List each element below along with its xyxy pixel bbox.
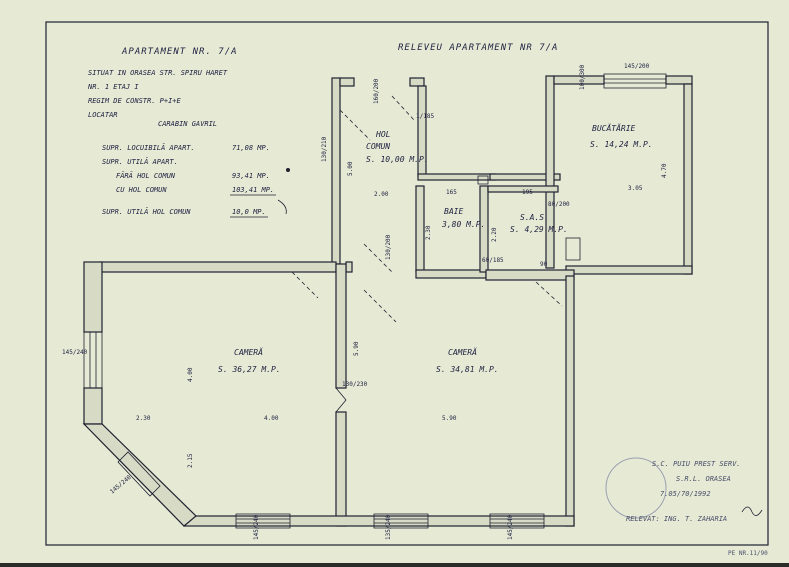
dim-room-height: 5.90	[353, 341, 360, 356]
stamp-srl: S.R.L. ORASEA	[676, 475, 731, 483]
center-title: RELEVEU APARTAMENT NR 7/A	[398, 43, 558, 53]
dim-wc-height: 2.20	[491, 227, 498, 242]
info-floor: NR. 1 ETAJ I	[87, 83, 139, 91]
dim-window-kitchen: 145/200	[624, 63, 650, 70]
dim-door-130-200: 130/200	[385, 234, 392, 260]
dim-door-80-200: 80/200	[548, 201, 570, 208]
room-baie-area: 3,80 M.P.	[441, 220, 485, 229]
doors	[291, 95, 581, 413]
dim-door-160-200: 160/200	[373, 78, 380, 104]
dim-door-130-210: 130/210	[321, 136, 328, 162]
room-baie-name: BAIE	[444, 207, 463, 216]
area-hol-value: 10,0 MP.	[232, 208, 266, 216]
walls	[82, 75, 693, 527]
dim-window-s2: 135/240	[385, 514, 392, 540]
dim-90: 90	[540, 261, 548, 268]
area-fara-value: 93,41 MP.	[232, 172, 270, 180]
dim-window-s1: 145/240	[253, 514, 260, 540]
stamp-surveyor: RELEVAT: ING. T. ZAHARIA	[626, 515, 727, 523]
dim-room1-width: 4.00	[264, 415, 279, 422]
info-address: SITUAT IN ORASEA STR. SPIRU HARET	[88, 69, 228, 77]
dim-window-west: 145/240	[62, 349, 88, 356]
area-locuibila-value: 71,08 MP.	[232, 144, 270, 152]
stamp-company: S.C. PUIU PREST SERV.	[652, 460, 741, 468]
signature	[741, 506, 763, 516]
room-camera2-area: S. 34,81 M.P.	[436, 365, 499, 374]
area-locuibila-label: SUPR. LOCUIBILĂ APART.	[102, 143, 195, 152]
pencil-mark	[277, 199, 287, 215]
round-seal	[605, 457, 667, 519]
dim-bath-width: 165	[446, 189, 457, 196]
stamp-date: 7.05/70/1992	[660, 490, 711, 498]
frame-border	[45, 21, 769, 546]
info-tenant-key: LOCATAR	[88, 111, 118, 119]
room-bucatarie-name: BUCĂTĂRIE	[592, 122, 636, 133]
dim-kitchen-height: 4.70	[661, 163, 668, 178]
room-hol-area: S. 10,00 M.P.	[366, 155, 429, 164]
left-title: APARTAMENT NR. 7/A	[121, 47, 238, 57]
dim-bay-depth: 2.15	[187, 453, 194, 468]
dim-room2-width: 5.90	[442, 415, 457, 422]
info-tenant-name: CARABIN GAVRIL	[158, 120, 217, 128]
dim-room1-height: 4.00	[187, 367, 194, 382]
room-wc-area: S. 4,29 M.P.	[510, 225, 568, 234]
area-fara-label: FĂRĂ HOL COMUN	[116, 171, 176, 180]
room-camera1-area: S. 36,27 M.P.	[218, 365, 281, 374]
dim-kitchen-width: 3.05	[628, 185, 643, 192]
dim-bath-height: 2.30	[425, 225, 432, 240]
area-hol-label: SUPR. UTILĂ HOL COMUN	[102, 207, 191, 216]
stamp-corner: PE NR.11/90	[728, 550, 768, 557]
dim-hall-height: 5.00	[347, 161, 354, 176]
room-camera2-name: CAMERĂ	[448, 346, 477, 357]
dim-room1-bay: 2.30	[136, 415, 151, 422]
room-bucatarie-area: S. 14,24 M.P.	[590, 140, 653, 149]
stamp-block: S.C. PUIU PREST SERV. S.R.L. ORASEA 7.05…	[605, 457, 768, 557]
windows	[83, 73, 667, 529]
room-wc-name: S.A.S.	[520, 213, 549, 222]
ink-dot-mark	[286, 168, 290, 172]
area-utila-label: SUPR. UTILĂ APART.	[102, 157, 178, 166]
room-hol-name2: COMUN	[366, 142, 390, 151]
dim-window-100-300: 100/300	[579, 64, 586, 90]
info-regime: REGIM DE CONSTR. P+I+E	[88, 97, 182, 105]
dim-door-60-185: 60/185	[482, 257, 504, 264]
dim-door-1-185: 1/185	[416, 113, 434, 120]
dim-window-s3: 145/240	[507, 514, 514, 540]
room-hol-name: HOL	[375, 130, 391, 139]
area-cu-value: 103,41 MP.	[232, 186, 274, 194]
dim-wc-width: 195	[522, 189, 533, 196]
dim-door-130-230: 130/230	[342, 381, 368, 388]
dim-window-bay: 145/240	[109, 474, 133, 496]
dim-hall-width: 2.00	[374, 191, 389, 198]
area-cu-label: CU HOL COMUN	[116, 186, 167, 194]
room-camera1-name: CAMERĂ	[234, 346, 263, 357]
